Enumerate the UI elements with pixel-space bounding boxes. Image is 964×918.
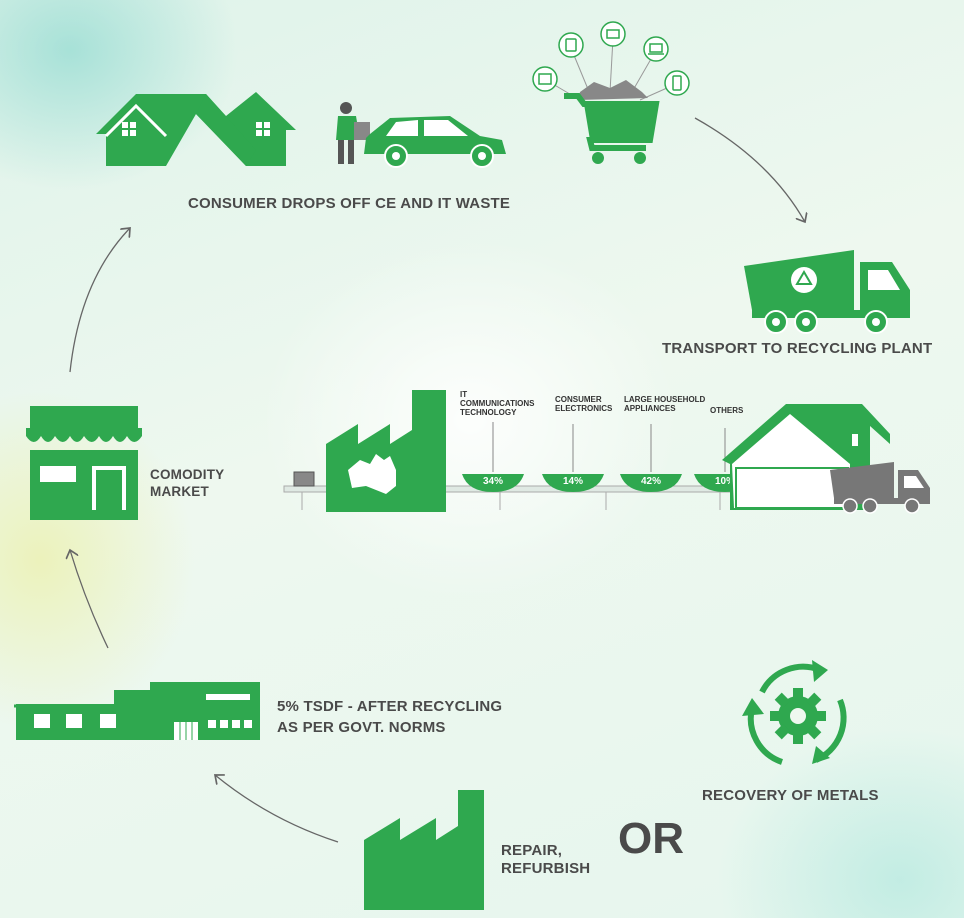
shopping-cart-icon (532, 21, 690, 164)
percent-it: 34% (482, 476, 503, 487)
house-icon (96, 92, 296, 166)
truck-icon (744, 250, 910, 334)
car-icon (364, 116, 506, 168)
percent-others: 10% (714, 476, 735, 487)
category-line: APPLIANCES (624, 404, 676, 413)
device-bubble-icon (664, 70, 690, 96)
device-bubble-icon (643, 36, 669, 62)
percent-consumer: 14% (562, 476, 583, 487)
category-label-others: OTHERS (710, 406, 743, 415)
arrow-icon (215, 775, 339, 843)
market-label-line1: COMODITY (150, 467, 225, 482)
category-label-consumer: CONSUMER ELECTRONICS (555, 395, 612, 413)
or-label: OR (618, 814, 684, 863)
factory-icon (326, 390, 446, 512)
category-line: COMMUNICATIONS (460, 399, 535, 408)
truck-icon (830, 462, 930, 514)
laptop-icon (293, 471, 315, 487)
market-label-line2: MARKET (150, 484, 209, 499)
device-bubble-icon (532, 66, 558, 92)
category-line: OTHERS (710, 406, 744, 415)
category-line: LARGE HOUSEHOLD (624, 395, 706, 404)
arrow-icon (694, 117, 805, 222)
australia-map-icon (348, 454, 396, 494)
gear-icon (770, 688, 826, 744)
arrow-icon (69, 228, 130, 373)
consumer-label: CONSUMER DROPS OFF CE AND IT WASTE (188, 195, 511, 212)
repair-label-line2: REFURBISH (501, 860, 591, 877)
market-label: COMODITY MARKET (150, 466, 224, 500)
device-bubble-icon (600, 21, 626, 47)
recycle-icon (791, 267, 817, 293)
category-line: TECHNOLOGY (460, 408, 517, 417)
repair-label-line1: REPAIR, (501, 842, 563, 859)
tsdf-label: 5% TSDF - AFTER RECYCLING AS PER GOVT. N… (277, 696, 502, 738)
cycle-arrows-icon (742, 660, 847, 765)
tsdf-label-line2: AS PER GOVT. NORMS (277, 719, 446, 736)
store-icon (26, 406, 142, 520)
category-label-appliances: LARGE HOUSEHOLD APPLIANCES (624, 395, 705, 413)
arrow-icon (70, 550, 109, 649)
factory-icon (364, 790, 484, 910)
building-icon (14, 682, 260, 740)
percent-appliances: 42% (640, 476, 661, 487)
recovery-label: RECOVERY OF METALS (702, 787, 879, 804)
tsdf-label-line1: 5% TSDF - AFTER RECYCLING (277, 698, 503, 715)
category-line: IT (460, 390, 468, 399)
category-line: ELECTRONICS (555, 404, 613, 413)
transport-label: TRANSPORT TO RECYCLING PLANT (662, 340, 933, 357)
device-bubble-icon (558, 32, 584, 58)
repair-label: REPAIR, REFURBISH (501, 842, 590, 878)
category-line: CONSUMER (555, 395, 602, 404)
category-label-it: IT COMMUNICATIONS TECHNOLOGY (460, 390, 535, 417)
person-icon (336, 102, 370, 164)
